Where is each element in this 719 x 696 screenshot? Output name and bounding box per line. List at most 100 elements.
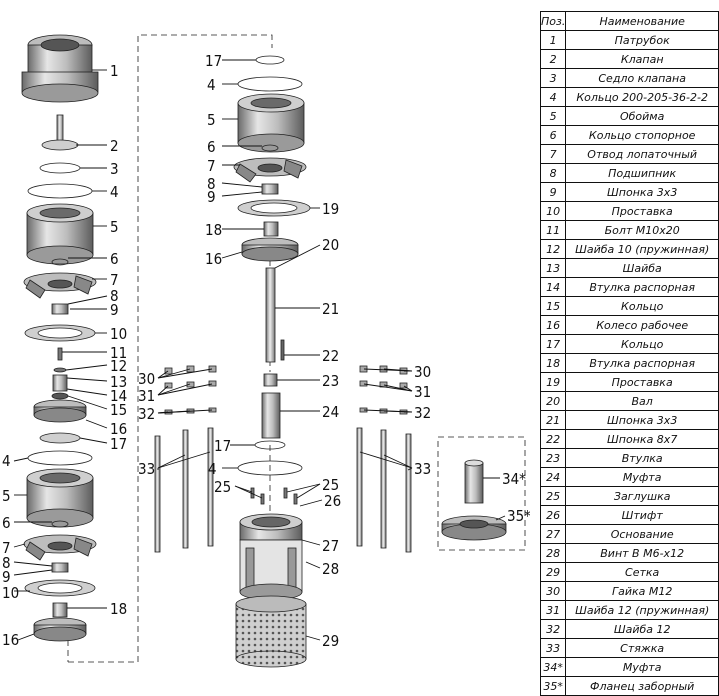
row-position: 4 bbox=[539, 87, 567, 107]
callout-18-lower: 18 bbox=[110, 600, 127, 618]
row-name: Втулка bbox=[565, 448, 719, 468]
callout-17-mid: 17 bbox=[205, 52, 222, 70]
row-position: 20 bbox=[539, 391, 567, 411]
callout-7: 7 bbox=[110, 271, 119, 289]
callout-34: 34* bbox=[502, 470, 526, 488]
callout-32-right: 32 bbox=[414, 404, 431, 422]
row-position: 8 bbox=[539, 163, 567, 183]
callout-5-lower: 5 bbox=[2, 487, 11, 505]
callout-5-mid: 5 bbox=[207, 111, 216, 129]
callout-12: 12 bbox=[110, 357, 127, 375]
row-position: 16 bbox=[539, 315, 567, 335]
callout-30-right: 30 bbox=[414, 363, 431, 381]
part-screen bbox=[235, 595, 307, 668]
row-name: Шпонка 8x7 bbox=[565, 429, 719, 449]
callout-8-lower: 8 bbox=[2, 554, 11, 572]
part-shaft bbox=[265, 267, 276, 363]
callout-10: 10 bbox=[110, 325, 127, 343]
row-name: Муфта bbox=[565, 467, 719, 487]
callout-7-mid: 7 bbox=[207, 157, 216, 175]
row-position: 13 bbox=[539, 258, 567, 278]
row-position: 2 bbox=[539, 49, 567, 69]
row-position: 30 bbox=[539, 581, 567, 601]
callout-9: 9 bbox=[110, 301, 119, 319]
callout-4-lower: 4 bbox=[2, 452, 11, 470]
callout-4-mid: 4 bbox=[207, 76, 216, 94]
middle-stack bbox=[233, 55, 311, 668]
callout-11: 11 bbox=[110, 344, 127, 362]
row-name: Вал bbox=[565, 391, 719, 411]
callout-1: 1 bbox=[110, 62, 119, 80]
row-position: 29 bbox=[539, 562, 567, 582]
callout-9-mid: 9 bbox=[207, 188, 216, 206]
row-name: Шпонка 3x3 bbox=[565, 182, 719, 202]
callout-28: 28 bbox=[322, 560, 339, 578]
table-row: 34*Муфта bbox=[539, 657, 719, 677]
row-name: Шпонка 3x3 bbox=[565, 410, 719, 430]
callout-16-lower: 16 bbox=[2, 631, 19, 649]
optional-parts bbox=[441, 459, 507, 541]
row-name: Колесо рабочее bbox=[565, 315, 719, 335]
callout-9-lower: 9 bbox=[2, 568, 11, 586]
row-name: Обойма bbox=[565, 106, 719, 126]
row-name: Основание bbox=[565, 524, 719, 544]
callout-8: 8 bbox=[110, 287, 119, 305]
row-position: 35* bbox=[539, 676, 567, 696]
header-name: Наименование bbox=[565, 11, 719, 31]
row-name: Шайба 12 (пружинная) bbox=[565, 600, 719, 620]
callout-5: 5 bbox=[110, 218, 119, 236]
part-coupling bbox=[261, 392, 281, 439]
part-housing bbox=[26, 203, 94, 265]
part-impeller-mid bbox=[241, 237, 299, 262]
callout-4-lower-mid: 4 bbox=[208, 460, 217, 478]
callout-23: 23 bbox=[322, 372, 339, 390]
row-position: 26 bbox=[539, 505, 567, 525]
callout-8-mid: 8 bbox=[207, 175, 216, 193]
row-name: Заглушка bbox=[565, 486, 719, 506]
row-name: Втулка распорная bbox=[565, 353, 719, 373]
row-name: Гайка М12 bbox=[565, 581, 719, 601]
callout-27: 27 bbox=[322, 537, 339, 555]
callout-labels: 1 2 3 4 5 6 7 8 9 10 11 12 13 14 15 16 1… bbox=[2, 52, 530, 650]
row-position: 24 bbox=[539, 467, 567, 487]
row-position: 22 bbox=[539, 429, 567, 449]
row-position: 10 bbox=[539, 201, 567, 221]
row-position: 7 bbox=[539, 144, 567, 164]
callout-30-left: 30 bbox=[138, 370, 155, 388]
row-name: Сетка bbox=[565, 562, 719, 582]
callout-31-right: 31 bbox=[414, 383, 431, 401]
leader-lines bbox=[13, 59, 506, 641]
part-diffuser-mid bbox=[233, 157, 307, 183]
row-position: 17 bbox=[539, 334, 567, 354]
row-name: Седло клапана bbox=[565, 68, 719, 88]
callout-4: 4 bbox=[110, 183, 119, 201]
row-name: Подшипник bbox=[565, 163, 719, 183]
callout-15: 15 bbox=[110, 401, 127, 419]
row-name: Кольцо bbox=[565, 296, 719, 316]
callout-31-left: 31 bbox=[138, 387, 155, 405]
row-name: Клапан bbox=[565, 49, 719, 69]
row-name: Винт В М6-x12 bbox=[565, 543, 719, 563]
